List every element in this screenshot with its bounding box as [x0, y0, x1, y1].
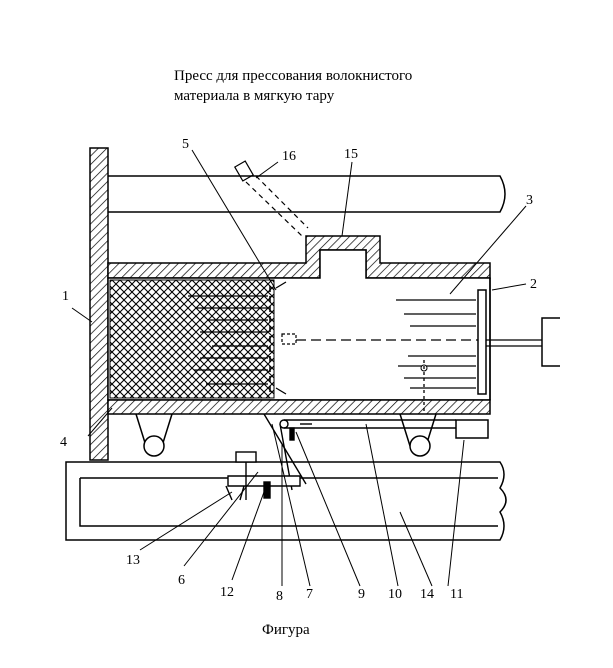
label-14: 14	[420, 587, 434, 602]
right-needles	[396, 299, 476, 412]
push-bar	[284, 419, 489, 439]
label-3: 3	[526, 193, 533, 208]
needle-plate	[477, 289, 487, 395]
upper-beam	[108, 175, 506, 213]
label-6: 6	[178, 573, 185, 588]
label-2: 2	[530, 277, 537, 292]
compressed-material	[109, 279, 275, 399]
figure-caption: Фигура	[262, 622, 310, 638]
label-11: 11	[450, 587, 463, 602]
label-1: 1	[62, 289, 69, 304]
figure-title: Пресс для прессования волокнистого матер…	[174, 68, 413, 104]
hydraulic-cylinder	[541, 317, 560, 367]
left-wall	[89, 147, 109, 461]
label-4: 4	[60, 435, 67, 450]
press-plate	[269, 281, 297, 395]
dashed-rod	[233, 160, 309, 237]
leader-lines	[71, 149, 527, 587]
label-13: 13	[126, 553, 140, 568]
label-12: 12	[220, 585, 234, 600]
label-5: 5	[182, 137, 189, 152]
label-9: 9	[358, 587, 365, 602]
wheels	[135, 413, 437, 457]
label-10: 10	[388, 587, 402, 602]
base-frame	[65, 461, 507, 541]
label-7: 7	[306, 587, 313, 602]
label-16: 16	[282, 149, 296, 164]
label-15: 15	[344, 147, 358, 162]
label-8: 8	[276, 589, 283, 604]
left-needles	[188, 295, 268, 385]
